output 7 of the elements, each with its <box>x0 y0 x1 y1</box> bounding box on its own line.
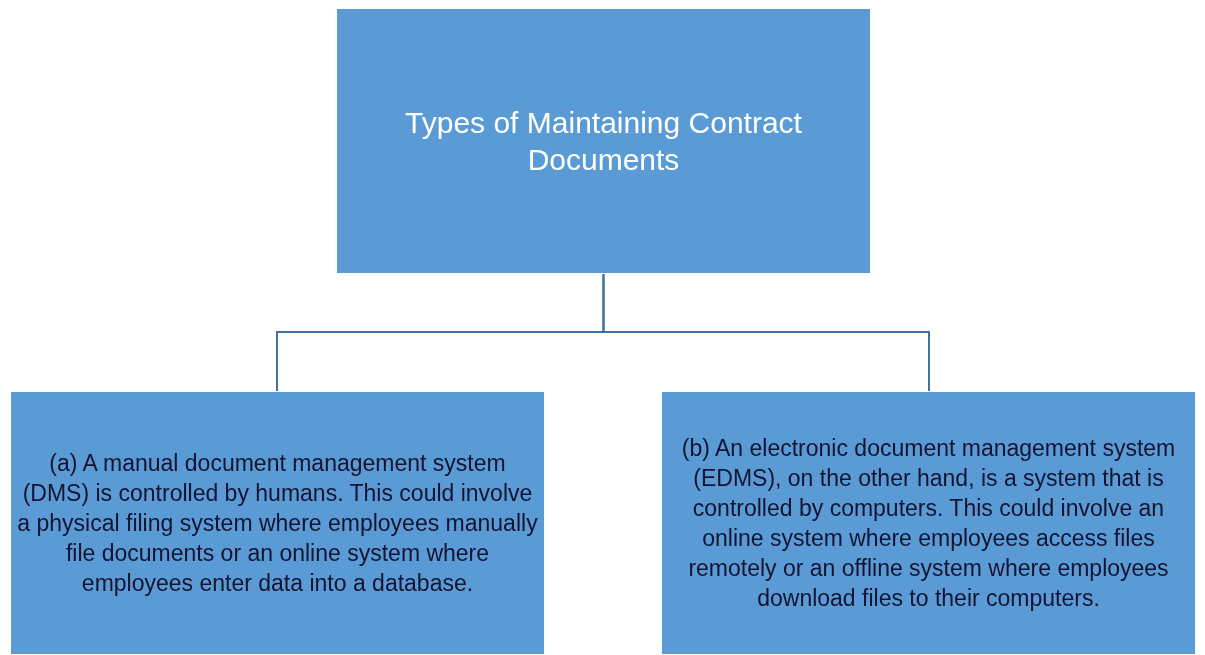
description-text: (a) A manual document management system (DMS) is controlled by humans. This could involve a physical filing system where employees manually file documents or an online system where employees enter data into a database. <box>16 449 539 598</box>
title-text: Types of Maintaining Contract Documents <box>404 104 803 178</box>
title-box <box>336 8 871 274</box>
description-box <box>661 391 1196 655</box>
connector-line <box>602 273 930 392</box>
description-box <box>10 391 545 655</box>
description-text: (b) An electronic document management system (EDMS), on the other hand, is a system that is controlled by computers. This could involve an online system where employees access files remotely or an offline system where employees download files to their computers. <box>680 434 1177 613</box>
